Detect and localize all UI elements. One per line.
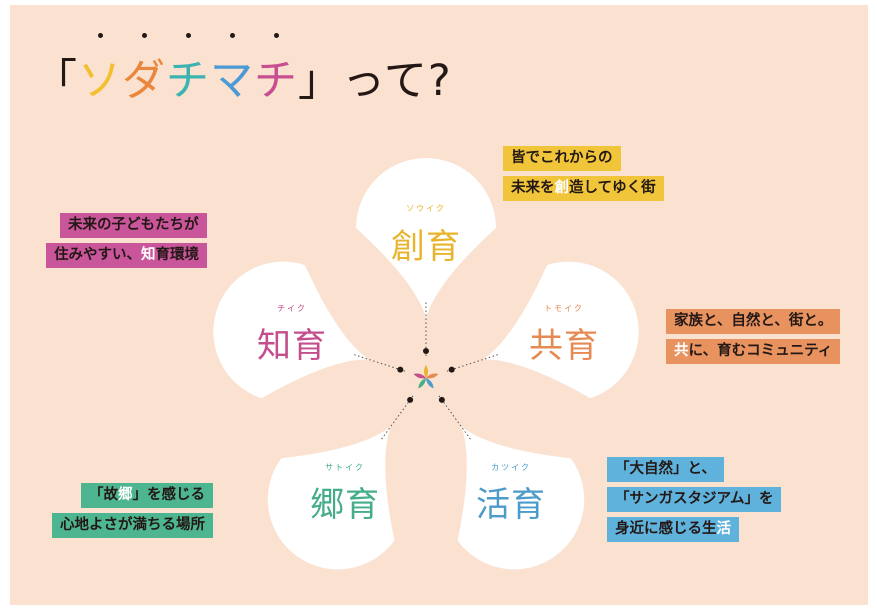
center-petal-chiiku xyxy=(413,373,426,379)
connector-katsuiku xyxy=(438,395,473,442)
title-char-ma: マ xyxy=(210,33,254,108)
caption-katsuiku-line-1: 「大自然」と、 xyxy=(607,457,724,482)
caption-katsuiku-text: 活 xyxy=(716,521,732,537)
connector-dot-satoiku xyxy=(407,396,414,403)
caption-chiiku-text: 知 xyxy=(141,247,156,263)
title-char-chi-2: チ xyxy=(254,33,298,108)
center-petal-tomoiku xyxy=(426,373,439,379)
petal-name-chiiku: 知育 xyxy=(257,326,327,366)
caption-chiiku-text: 育環境 xyxy=(155,247,200,263)
caption-satoiku-text: 心地よさが満ちる場所 xyxy=(60,517,205,533)
caption-chiiku-line-1: 未来の子どもたちが xyxy=(60,213,207,238)
caption-satoiku-line-2: 心地よさが満ちる場所 xyxy=(52,513,213,538)
petal-tomoiku xyxy=(483,261,639,399)
petal-ruby-katsuiku: カツイク xyxy=(491,463,531,472)
petal-name-satoiku: 郷育 xyxy=(310,485,380,525)
page-title: 「ソダチマチ」って? xyxy=(34,33,452,108)
caption-katsuiku-line-2: 「サンガスタジアム」を xyxy=(607,487,782,512)
connector-dot-tomoiku xyxy=(448,366,455,373)
caption-katsuiku-text: 「大自然」と、 xyxy=(615,461,716,477)
caption-satoiku-text: 「故 xyxy=(89,487,118,503)
title-char-so: ソ xyxy=(78,33,122,108)
center-petal-souiku xyxy=(424,365,428,378)
petal-ruby-chiiku: チイク xyxy=(277,304,307,313)
caption-tomoiku-text: 家族と、自然と、街と。 xyxy=(674,313,833,329)
connector-dot-katsuiku xyxy=(438,396,445,403)
petal-chiiku xyxy=(213,261,369,399)
petal-souiku xyxy=(356,158,496,318)
caption-souiku-text: 創 xyxy=(554,180,570,196)
connector-dot-souiku xyxy=(423,348,429,354)
caption-souiku-text: 造してゆく街 xyxy=(569,180,656,196)
connector-satoiku xyxy=(379,395,414,442)
caption-souiku-text: 皆でこれからの xyxy=(511,150,613,166)
caption-satoiku-line-1: 「故郷」を感じる xyxy=(81,483,213,508)
petal-satoiku xyxy=(267,426,395,570)
connector-tomoiku xyxy=(446,353,501,372)
title-suffix: 」って? xyxy=(298,56,452,106)
petal-name-tomoiku: 共育 xyxy=(529,326,599,366)
center-petal-katsuiku xyxy=(426,378,434,389)
caption-chiiku-text: 未来の子どもたちが xyxy=(68,217,199,233)
center-petal-satoiku xyxy=(418,378,426,389)
caption-satoiku-text: 」を感じる xyxy=(132,487,206,503)
caption-souiku-text: 未来を xyxy=(511,180,555,196)
caption-satoiku-text: 郷 xyxy=(118,487,133,503)
petal-ruby-souiku: ソウイク xyxy=(406,204,446,213)
caption-katsuiku-text: 「サンガスタジアム」を xyxy=(615,491,774,507)
caption-chiiku-line-2: 住みやすい、知育環境 xyxy=(46,243,207,268)
caption-souiku-line-2: 未来を創造してゆく街 xyxy=(503,176,664,201)
caption-chiiku-text: 住みやすい、 xyxy=(54,247,141,263)
petal-ruby-satoiku: サトイク xyxy=(325,463,365,472)
caption-katsuiku-line-3: 身近に感じる生活 xyxy=(607,517,739,542)
title-char-chi: チ xyxy=(166,33,210,108)
caption-katsuiku-text: 身近に感じる生 xyxy=(615,521,717,537)
petal-name-souiku: 創育 xyxy=(391,227,461,267)
petal-name-katsuiku: 活育 xyxy=(476,485,546,525)
caption-tomoiku-line-2: 共に、育むコミュニティ xyxy=(666,339,841,364)
caption-tomoiku-line-1: 家族と、自然と、街と。 xyxy=(666,309,841,334)
petal-katsuiku xyxy=(457,426,585,570)
title-open-bracket: 「 xyxy=(34,56,78,106)
caption-tomoiku-text: 共 xyxy=(674,343,689,359)
connector-dot-chiiku xyxy=(397,366,404,373)
caption-souiku-line-1: 皆でこれからの xyxy=(503,146,621,171)
title-char-da: ダ xyxy=(122,33,166,108)
caption-tomoiku-text: に、育むコミュニティ xyxy=(688,343,833,359)
petal-ruby-tomoiku: トモイク xyxy=(544,304,584,313)
connector-chiiku xyxy=(351,353,406,372)
